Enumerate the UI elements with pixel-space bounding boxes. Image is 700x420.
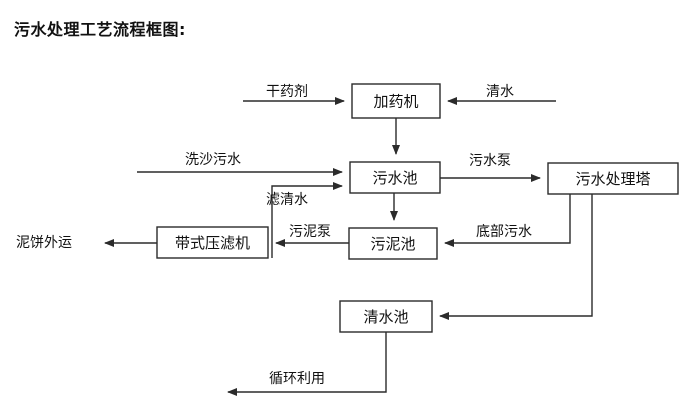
- node-sludge-pool-box: [348, 227, 438, 260]
- edge-label-clean-water: 清水: [486, 84, 514, 100]
- edge-label-recycle-reuse: 循环利用: [269, 371, 325, 387]
- edge-filtered-water-to-sewage-pool: [271, 182, 343, 258]
- edge-label-filtered-water: 滤清水: [266, 192, 308, 208]
- terminal-label-mud-cake-out: 泥饼外运: [16, 235, 72, 251]
- edge-label-sand-wash-sewage: 洗沙污水: [185, 152, 241, 168]
- edge-tower-to-clear-water-pool: [439, 194, 593, 320]
- edge-label-sewage-pump: 污水泵: [469, 153, 511, 169]
- node-dosing-machine[interactable]: 加药机: [351, 83, 441, 119]
- node-clear-water-pool[interactable]: 清水池: [339, 300, 433, 333]
- node-belt-filter-press[interactable]: 带式压滤机: [156, 226, 269, 259]
- node-sewage-pool-box: [349, 161, 441, 194]
- edge-label-dry-agent: 干药剂: [266, 84, 308, 100]
- edge-clear-water-pool-to-reuse: [227, 332, 387, 396]
- edge-label-sludge-pump: 污泥泵: [289, 224, 331, 240]
- node-belt-filter-press-label: 带式压滤机: [175, 234, 250, 252]
- node-sludge-pool[interactable]: 污泥池: [348, 227, 438, 260]
- node-treatment-tower-label: 污水处理塔: [575, 170, 650, 188]
- edge-label-bottom-sewage: 底部污水: [476, 224, 532, 240]
- node-treatment-tower-box: [547, 162, 679, 195]
- node-clear-water-pool-label: 清水池: [363, 308, 408, 326]
- page-title: 污水处理工艺流程框图:: [14, 20, 186, 39]
- node-treatment-tower[interactable]: 污水处理塔: [547, 162, 679, 195]
- node-dosing-machine-box: [351, 83, 441, 119]
- node-sewage-pool[interactable]: 污水池: [349, 161, 441, 194]
- node-sludge-pool-label: 污泥池: [370, 235, 415, 253]
- edge-tower-to-sludge-pool: [444, 194, 571, 247]
- node-dosing-machine-label: 加药机: [373, 93, 418, 111]
- node-sewage-pool-label: 污水池: [372, 169, 417, 187]
- node-belt-filter-press-box: [156, 226, 269, 259]
- node-clear-water-pool-box: [339, 300, 433, 333]
